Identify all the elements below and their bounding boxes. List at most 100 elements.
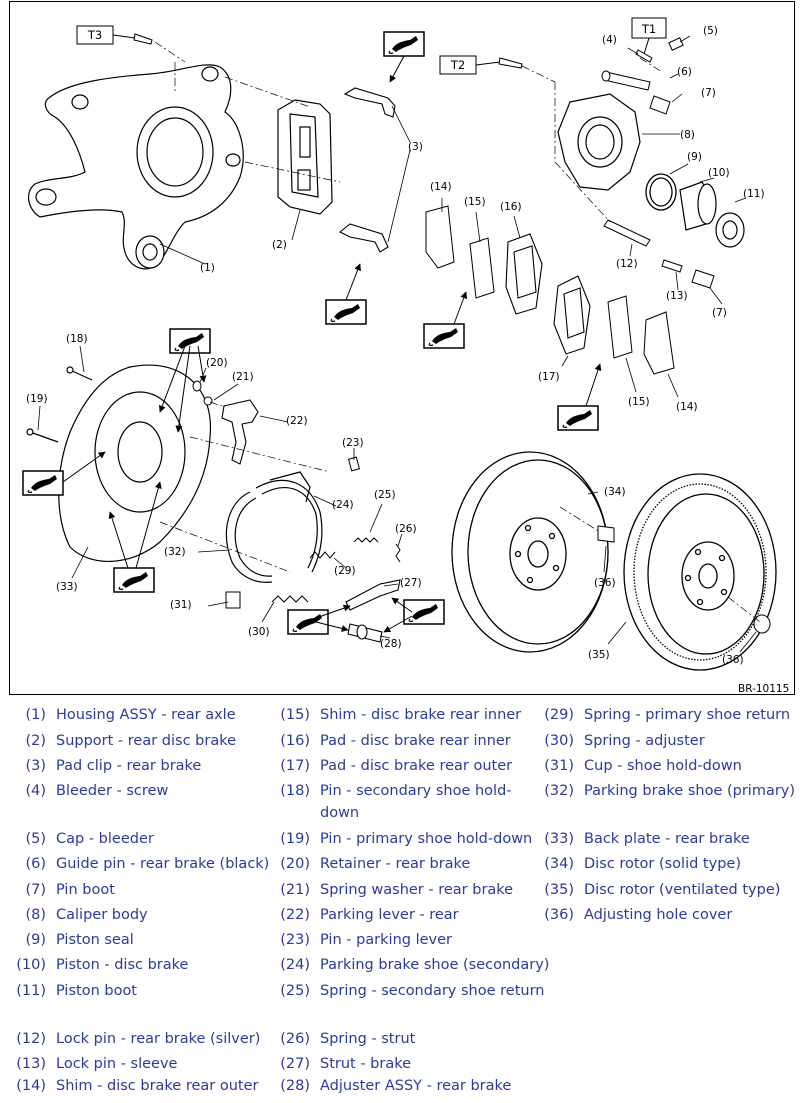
callout-20: (20) [206, 357, 228, 369]
callout-10: (10) [708, 167, 730, 179]
housing-assy-rear-axle [27, 64, 244, 270]
spring-primary-shoe-return [309, 551, 336, 559]
callout-32: (32) [164, 546, 186, 558]
callout-23: (23) [342, 437, 364, 449]
legend-item-28: (28)Adjuster ASSY - rear brake [280, 1078, 512, 1094]
shim-inner-lower [607, 295, 633, 359]
legend-item-31: (31)Cup - shoe hold-down [544, 758, 742, 774]
callout-28: (28) [380, 638, 402, 650]
svg-text:T1: T1 [641, 22, 656, 36]
cup-shoe-hold-down [225, 591, 241, 609]
grease-arrows [62, 55, 602, 633]
legend-item-20: (20)Retainer - rear brake [280, 856, 471, 872]
disc-rotor-ventilated [623, 473, 777, 671]
spring-adjuster [271, 595, 309, 603]
legend-item-7: (7)Pin boot [25, 882, 115, 898]
legend-item-36: (36)Adjusting hole cover [544, 907, 733, 923]
legend-item-1: (1)Housing ASSY - rear axle [25, 707, 236, 723]
pad-clip-rear-brake [338, 87, 396, 253]
callout-21: (21) [232, 371, 254, 383]
callout-33: (33) [56, 581, 78, 593]
callout-11: (11) [743, 188, 765, 200]
callout-9: (9) [687, 151, 702, 163]
callout-15-lower: (15) [628, 396, 650, 408]
pad-inner [505, 233, 543, 315]
grease-brush-icon [383, 31, 425, 57]
bleeder-screw [635, 49, 653, 63]
grease-brush-icon [287, 609, 329, 635]
piston-seal [645, 173, 677, 211]
callout-19: (19) [26, 393, 48, 405]
legend-item-9: (9)Piston seal [25, 932, 134, 948]
legend-item-18: (18)Pin - secondary shoe hold-down [280, 783, 512, 821]
callout-14-upper: (14) [430, 181, 452, 193]
callout-30: (30) [248, 626, 270, 638]
parking-lever-rear [221, 399, 259, 465]
adjusting-hole-cover-upper [597, 525, 615, 543]
torque-tag-t2: T2 [439, 55, 523, 75]
callout-34: (34) [604, 486, 626, 498]
legend-item-13: (13)Lock pin - sleeve [16, 1056, 178, 1072]
grease-brush-icon [423, 323, 465, 349]
support-rear-disc-brake [277, 99, 333, 215]
legend-item-17: (17)Pad - disc brake rear outer [280, 758, 513, 774]
disc-rotor-solid [451, 451, 609, 653]
pin-secondary-hold-down [66, 366, 93, 381]
grease-brush-icon [22, 470, 64, 496]
legend-item-8: (8)Caliper body [25, 907, 148, 923]
figure-id: BR-10115 [738, 683, 789, 695]
callout-7: (7) [701, 87, 716, 99]
piston-boot [715, 212, 745, 248]
legend-item-32: (32)Parking brake shoe (primary) [544, 783, 796, 799]
legend-item-14: (14)Shim - disc brake rear outer [16, 1078, 259, 1094]
callout-29: (29) [334, 565, 356, 577]
callout-24: (24) [332, 499, 354, 511]
callout-36-lower: (36) [722, 654, 744, 666]
legend-item-3: (3)Pad clip - rear brake [25, 758, 202, 774]
spring-washer [203, 396, 213, 406]
callout-15-upper: (15) [464, 196, 486, 208]
callout-16: (16) [500, 201, 522, 213]
legend-item-19: (19)Pin - primary shoe hold-down [280, 831, 533, 847]
callout-27: (27) [400, 577, 422, 589]
callout-25: (25) [374, 489, 396, 501]
legend-item-10: (10)Piston - disc brake [16, 957, 189, 973]
legend-item-16: (16)Pad - disc brake rear inner [280, 733, 511, 749]
legend-item-30: (30)Spring - adjuster [544, 733, 705, 749]
callout-5: (5) [703, 25, 718, 37]
legend-item-29: (29)Spring - primary shoe return [544, 707, 791, 723]
shim-outer-lower [643, 311, 675, 375]
legend-item-35: (35)Disc rotor (ventilated type) [544, 882, 781, 898]
adjusting-hole-cover-lower [753, 614, 771, 634]
callout-26: (26) [395, 523, 417, 535]
grease-brush-icon [403, 599, 445, 625]
callout-1: (1) [200, 262, 215, 274]
callout-36-upper: (36) [594, 577, 616, 589]
shim-outer-upper [425, 205, 455, 269]
legend-item-26: (26)Spring - strut [280, 1031, 416, 1047]
lock-pin-silver [603, 219, 651, 247]
callout-6: (6) [677, 66, 692, 78]
legend-item-4: (4)Bleeder - screw [25, 783, 169, 799]
parking-brake-shoe-secondary [255, 471, 323, 573]
svg-text:T2: T2 [450, 58, 465, 72]
pin-parking-lever [347, 456, 361, 472]
callout-18: (18) [66, 333, 88, 345]
pin-primary-hold-down [26, 428, 59, 443]
adjuster-assy [347, 623, 383, 643]
callout-12: (12) [616, 258, 638, 270]
pin-boot-upper [649, 95, 671, 115]
legend-item-23: (23)Pin - parking lever [280, 932, 452, 948]
callout-4: (4) [602, 34, 617, 46]
callout-35: (35) [588, 649, 610, 661]
callout-17: (17) [538, 371, 560, 383]
piston-disc-brake [679, 181, 717, 231]
callout-31: (31) [170, 599, 192, 611]
grease-brush-icon [113, 567, 155, 593]
legend-item-2: (2)Support - rear disc brake [25, 733, 237, 749]
guide-pin-black [601, 70, 651, 91]
legend-item-33: (33)Back plate - rear brake [544, 831, 750, 847]
leader-lines [37, 35, 757, 653]
callout-labels: (1) (2) (3) (4) (5) (6) (7) (8) (9) (10)… [26, 25, 765, 666]
torque-tag-t3: T3 [76, 25, 153, 45]
